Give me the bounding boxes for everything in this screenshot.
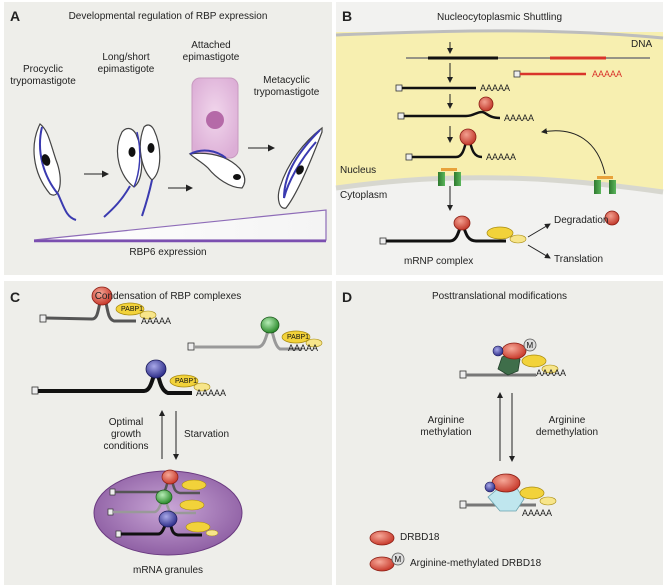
nucleus-label: Nucleus <box>340 165 377 176</box>
panel-a-figure <box>33 77 327 243</box>
legend-drbd18: DRBD18 <box>400 532 440 543</box>
methyl-mark-1: M <box>527 341 534 350</box>
legend-drbd18-icon <box>369 530 395 546</box>
fate-degradation: Degradation <box>554 215 609 226</box>
legend-methylated: Arginine-methylated DRBD18 <box>410 558 542 569</box>
polya-1: AAAAA <box>480 83 511 93</box>
methyl-mark-2: M <box>395 555 402 564</box>
stage-attached-label: Attached epimastigote <box>182 40 240 63</box>
pabp-label-1: PABP1 <box>121 306 143 313</box>
panel-b: B Nucleocytoplasmic Shuttling DNA AAAAA … <box>335 2 664 275</box>
panel-d-title: Posttranslational modifications <box>431 291 568 302</box>
fate-translation: Translation <box>554 254 604 265</box>
metacyclic-parasite <box>277 126 323 209</box>
panel-a: A Developmental regulation of RBP expres… <box>4 2 332 275</box>
epimastigote-parasites <box>103 124 161 218</box>
import-arrow <box>541 128 606 175</box>
stage-procyclic-label: Procyclic trypomastigote <box>10 64 76 87</box>
legend-methylated-icon <box>369 556 395 572</box>
panel-d-letter: D <box>342 289 353 305</box>
polya-2: AAAAA <box>504 113 535 123</box>
panel-c-title: Condensation of RBP complexes <box>94 291 242 302</box>
optimal-growth-label: Optimal growth conditions <box>103 417 149 452</box>
unmethylated-complex <box>459 473 557 512</box>
stage-metacyclic-label: Metacyclic trypomastigote <box>253 75 320 98</box>
polya-c2: AAAAA <box>288 343 319 353</box>
stage-epimastigote-label: Long/short epimastigote <box>97 52 155 75</box>
nuclear-pore-left <box>438 168 461 186</box>
panel-a-letter: A <box>10 8 21 24</box>
granules-label: mRNA granules <box>132 565 204 576</box>
panel-d: M M D Posttranslational modifications AA… <box>336 281 663 585</box>
complex-green: PABP1 <box>187 316 323 351</box>
nuclear-pore-right <box>594 176 616 194</box>
attached-epimastigote <box>188 77 246 189</box>
free-rbp <box>604 210 620 226</box>
mrnp-complex <box>379 215 527 245</box>
translation-arrow <box>527 244 551 259</box>
polya-c3: AAAAA <box>196 388 227 398</box>
polya-c1: AAAAA <box>141 316 172 326</box>
granule-contents <box>107 469 219 538</box>
red-transcript <box>513 70 586 78</box>
pabp-label-3: PABP1 <box>175 378 197 385</box>
complex-red: PABP1 <box>39 286 157 323</box>
panel-c-letter: C <box>10 289 21 305</box>
rbp6-expression-wedge <box>33 209 327 241</box>
mrnp-label: mRNP complex <box>404 256 474 267</box>
polya-red: AAAAA <box>592 69 623 79</box>
polya-3: AAAAA <box>486 152 517 162</box>
panel-b-letter: B <box>342 8 353 24</box>
polya-d2: AAAAA <box>522 508 553 518</box>
methylation-label: Arginine methylation <box>420 415 472 438</box>
panel-c: PABP1 PABP1 PABP1 <box>4 281 332 585</box>
transcript-3 <box>405 128 483 161</box>
pabp-label-2: PABP1 <box>287 334 309 341</box>
complex-blue: PABP1 <box>31 359 211 395</box>
procyclic-parasite <box>33 123 77 221</box>
rbp6-expression-label: RBP6 expression <box>129 247 207 258</box>
degradation-arrow <box>527 223 551 238</box>
dna-label: DNA <box>631 39 653 50</box>
cytoplasm-label: Cytoplasm <box>340 190 388 201</box>
panel-c-figure: PABP1 PABP1 PABP1 <box>31 286 323 556</box>
starvation-label: Starvation <box>184 429 230 440</box>
panel-b-figure <box>335 29 664 259</box>
methylated-complex: M <box>459 338 559 379</box>
panel-b-title: Nucleocytoplasmic Shuttling <box>436 12 563 23</box>
transcript-1 <box>395 84 476 92</box>
transcript-2 <box>397 96 501 120</box>
nuclear-top-membrane <box>335 29 664 40</box>
panel-a-title: Developmental regulation of RBP expressi… <box>68 11 268 22</box>
panel-d-figure: M M <box>369 338 559 572</box>
nucleus-region <box>336 32 663 192</box>
polya-d1: AAAAA <box>536 368 567 378</box>
demethylation-label: Arginine demethylation <box>535 415 599 438</box>
